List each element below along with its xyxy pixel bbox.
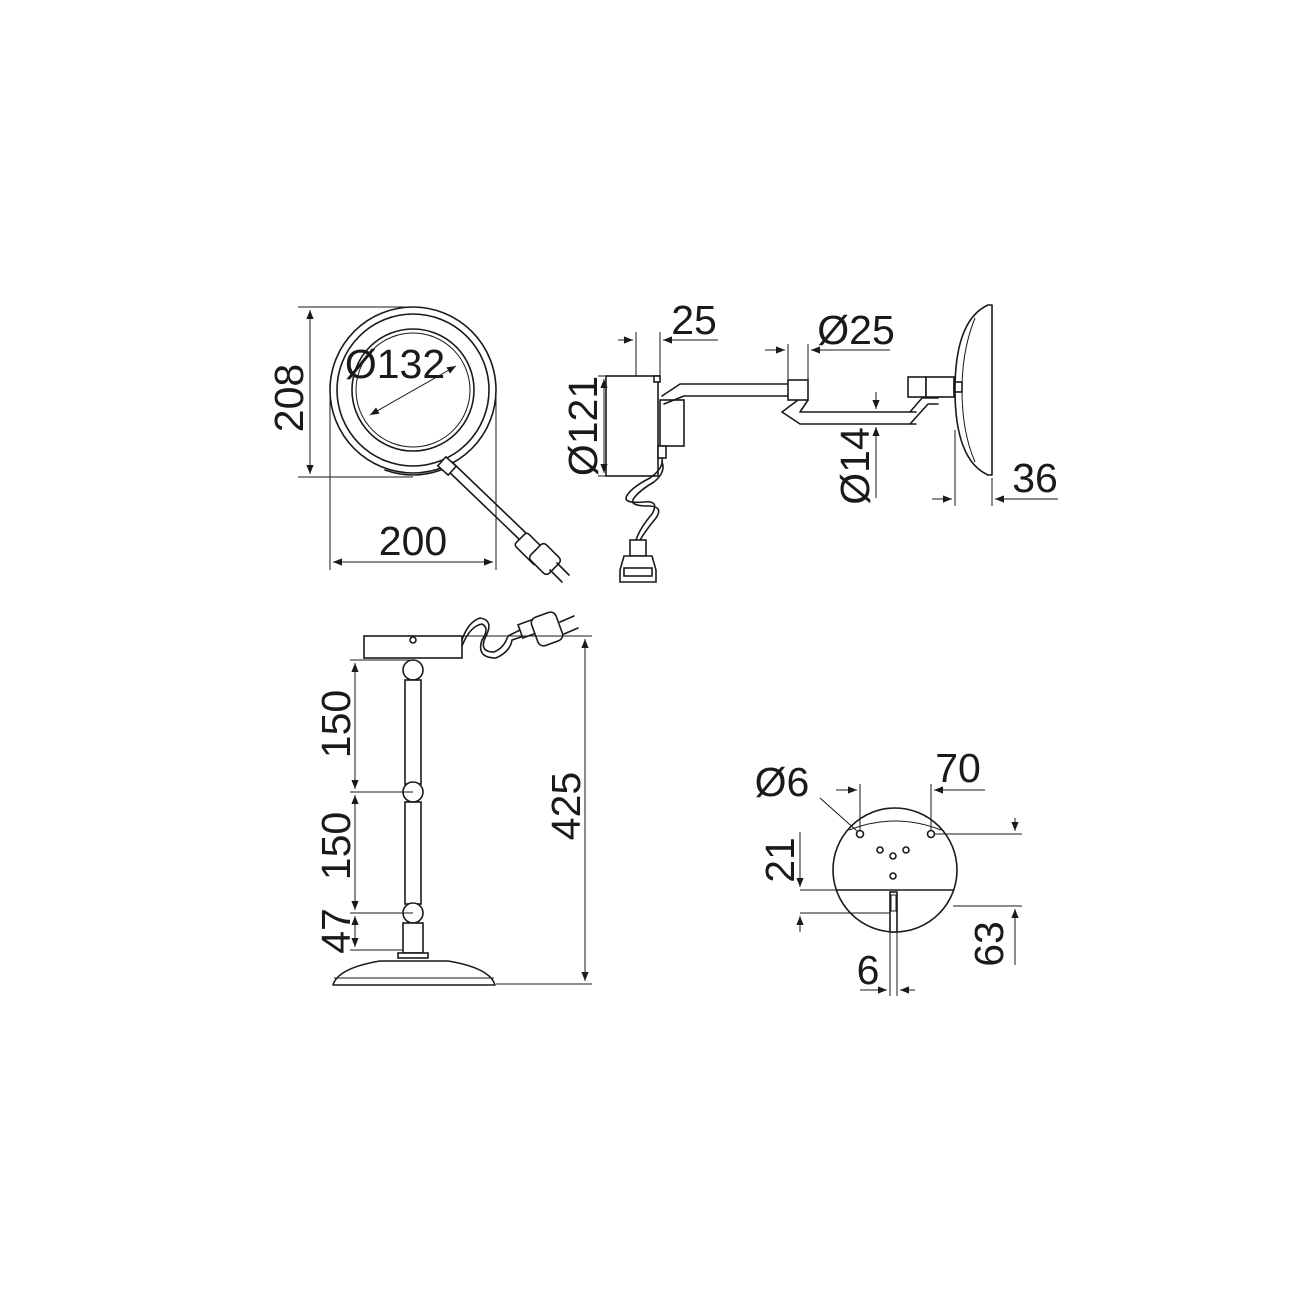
side-plug-band (623, 567, 653, 577)
dim-height-label: 208 (266, 364, 312, 432)
side-view: 25 Ø25 Ø121 Ø14 36 (560, 297, 1058, 583)
arm-lower-connector (909, 397, 939, 425)
arm-hinge-block (659, 399, 685, 447)
cable-slot-inner (890, 894, 897, 912)
mirror-glass (351, 328, 475, 452)
power-cable (444, 461, 528, 541)
top-plug-body (530, 611, 564, 647)
mirror-side-inner (961, 317, 976, 463)
dim-plate-height-label: 63 (966, 921, 1012, 967)
side-power-cable-2 (631, 461, 664, 541)
top-wall-plate (363, 635, 463, 659)
cable-grommet (436, 455, 458, 477)
dim-arm-seg-1-label: 150 (313, 690, 359, 758)
dim-thin-arm-label: Ø14 (832, 427, 878, 505)
top-mirror-pivot (397, 952, 429, 959)
dim-line-mirror-diameter (369, 365, 457, 416)
mirror-hinge (907, 376, 927, 398)
mirror-side-profile (954, 304, 993, 476)
top-power-cable-2 (461, 623, 525, 659)
plug-pins (549, 562, 570, 583)
arm-joint-1 (787, 379, 809, 401)
wall-plate (605, 375, 659, 477)
top-joint-1 (402, 659, 424, 681)
dim-base-seg-label: 47 (313, 908, 359, 954)
top-power-cable (461, 617, 521, 653)
dim-slot-offset-label: 21 (757, 837, 803, 883)
dim-wall-plate-label: Ø121 (560, 376, 606, 476)
dim-hole-diameter-label: Ø6 (755, 759, 810, 805)
terminal-hole-1 (876, 846, 884, 854)
wall-plate-view: Ø6 70 21 63 6 (755, 745, 1022, 996)
top-mirror-profile (332, 960, 496, 986)
top-mirror-hinge (402, 922, 424, 954)
mount-hole-right (926, 829, 936, 839)
terminal-hole-2 (902, 846, 910, 854)
dim-mirror-depth-label: 36 (1012, 455, 1058, 501)
cable-slot (889, 891, 898, 933)
wall-plate-switch (657, 445, 667, 459)
top-view: 150 150 47 425 (313, 611, 592, 986)
terminal-hole-4 (889, 872, 897, 880)
dim-slot-width-label: 6 (857, 947, 880, 993)
top-wall-plate-screw (409, 636, 417, 644)
dim-line-hole-leader (819, 797, 858, 832)
wall-plate-tab (653, 375, 661, 383)
mirror-base-edge (384, 469, 442, 476)
side-plug-neck (629, 539, 647, 557)
mirror-hinge-body (925, 376, 955, 398)
plug-head (528, 542, 562, 576)
mount-hole-left (855, 829, 865, 839)
mirror-glass-inner (355, 332, 471, 448)
dim-hole-spacing-label: 70 (935, 745, 981, 791)
dim-arm-diameter-label: Ø25 (817, 307, 895, 353)
mirror-rim-inner (336, 313, 490, 467)
dim-width-label: 200 (379, 518, 447, 564)
dim-mirror-diameter-label: Ø132 (345, 341, 445, 387)
terminal-hole-3 (889, 852, 897, 860)
plate-top-rim (848, 820, 942, 831)
top-plug-pins (559, 615, 579, 635)
dim-arm-seg-2-label: 150 (313, 812, 359, 880)
arm-lower (781, 399, 917, 425)
front-view: 208 200 Ø132 (266, 306, 570, 583)
side-power-cable (625, 457, 664, 541)
top-arm-segment-1 (404, 679, 422, 785)
dim-total-length-label: 425 (543, 772, 589, 840)
arm-upper (661, 383, 789, 405)
top-arm-segment-2 (404, 801, 422, 905)
dim-arm-offset-label: 25 (671, 297, 717, 343)
